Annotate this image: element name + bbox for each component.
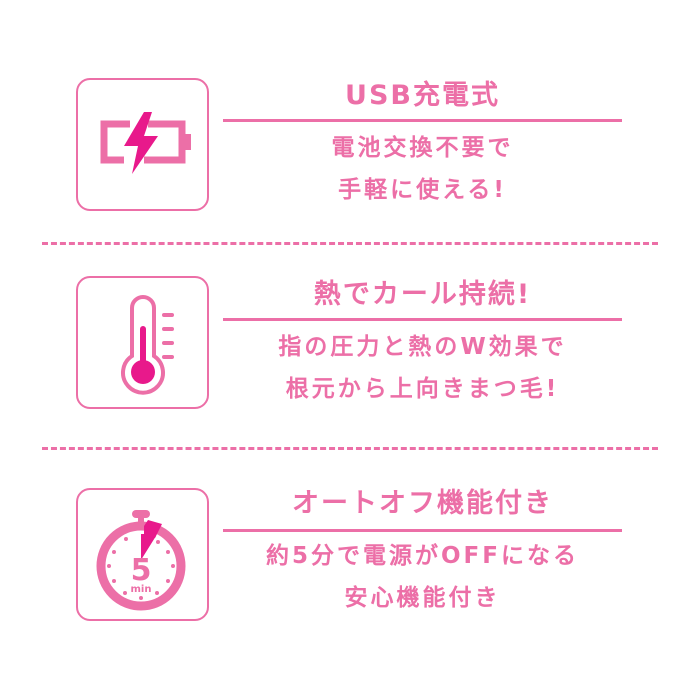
feature-title: オートオフ機能付き	[292, 488, 553, 519]
battery-charging-icon	[100, 112, 191, 174]
feature-title: 熱でカール持続!	[313, 279, 532, 310]
section-divider	[42, 447, 658, 450]
icon-box-battery	[76, 78, 209, 211]
title-divider	[223, 119, 622, 122]
stopwatch-5min-icon: 5 min	[96, 510, 186, 611]
timer-unit: min	[131, 584, 152, 595]
feature-description-line-2: 根元から上向きまつ毛!	[285, 376, 560, 402]
feature-description-line-2: 手軽に使える!	[338, 177, 507, 203]
thermometer-icon	[121, 295, 174, 395]
feature-title: USB充電式	[345, 80, 500, 111]
section-divider	[42, 242, 658, 245]
feature-description-line-1: 電池交換不要で	[331, 135, 514, 161]
feature-description-line-1: 指の圧力と熱のW効果で	[278, 334, 567, 360]
icon-box-stopwatch: 5 min	[76, 488, 209, 621]
feature-description-line-1: 約5分で電源がOFFになる	[266, 543, 579, 569]
title-divider	[223, 529, 622, 532]
feature-description-line-2: 安心機能付き	[344, 585, 501, 611]
title-divider	[223, 318, 622, 321]
icon-box-thermometer	[76, 276, 209, 409]
timer-number: 5	[131, 553, 152, 588]
